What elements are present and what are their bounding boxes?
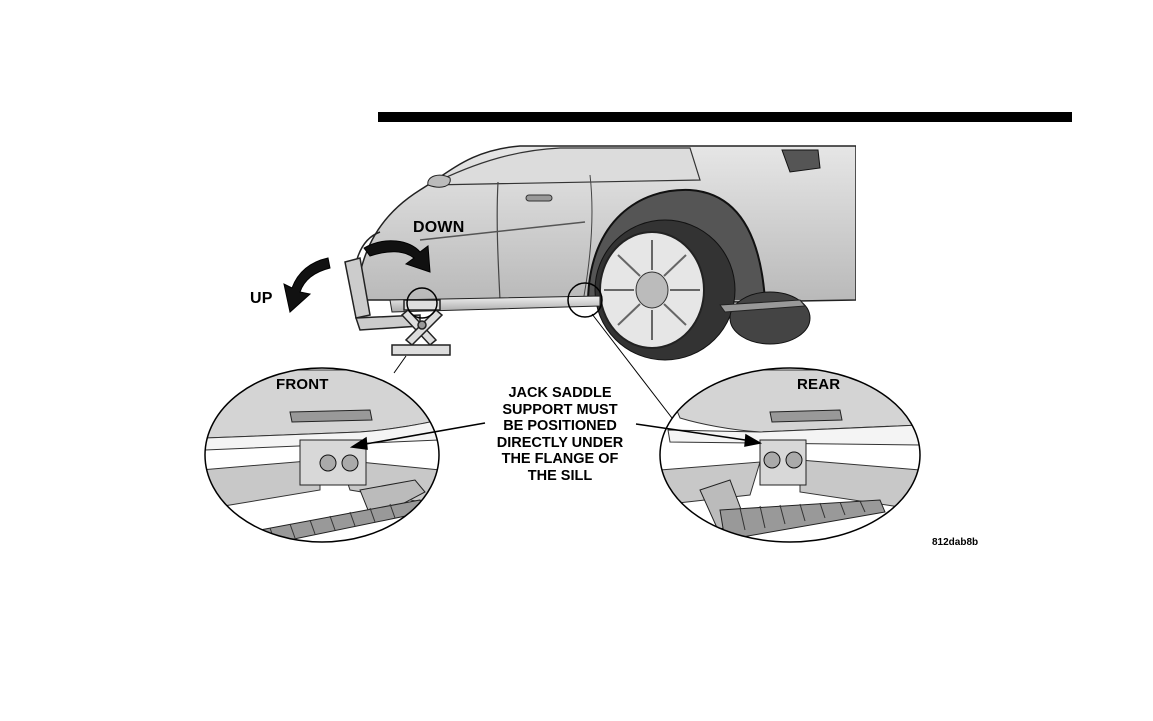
down-label: DOWN — [413, 219, 464, 237]
callout-line: THE FLANGE OF — [482, 451, 638, 468]
up-label: UP — [250, 290, 273, 308]
callout-line: THE SILL — [482, 468, 638, 485]
callout-line: SUPPORT MUST — [482, 402, 638, 419]
front-detail-view — [200, 368, 440, 545]
rear-detail-view — [660, 368, 920, 542]
callout-line: JACK SADDLE — [482, 385, 638, 402]
callout-line: BE POSITIONED — [482, 418, 638, 435]
callout-line: DIRECTLY UNDER — [482, 435, 638, 452]
up-arrow-icon — [284, 258, 330, 312]
front-label: FRONT — [276, 376, 329, 393]
jack-saddle-callout: JACK SADDLE SUPPORT MUST BE POSITIONED D… — [482, 385, 638, 484]
rear-label: REAR — [797, 376, 840, 393]
figure-id: 812dab8b — [932, 537, 978, 548]
